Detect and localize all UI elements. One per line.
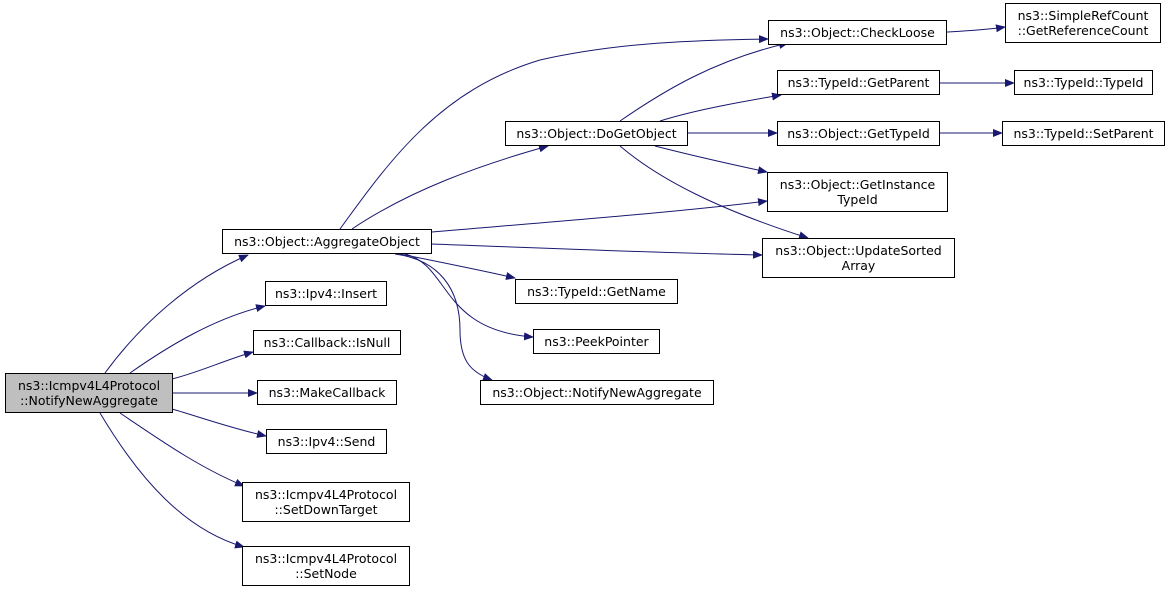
node-label-line: ns3::Ipv4::Insert	[274, 286, 378, 301]
node-label-line: ns3::PeekPointer	[544, 334, 649, 349]
node-label: ns3::TypeId::GetParent	[788, 75, 930, 90]
node-label-line: ns3::Icmpv4L4Protocol	[254, 551, 398, 566]
edge-dogetobject-to-getinstance	[654, 145, 768, 175]
edge-aggregate-to-getname	[399, 253, 516, 280]
edge-aggregate-to-dogetobject	[351, 144, 549, 230]
node-label: ns3::Object::CheckLoose	[780, 25, 935, 40]
edge-dogetobject-to-updatesorted	[619, 145, 809, 240]
node-label: ns3::Ipv4::Send	[278, 434, 376, 449]
node-label-line: ns3::Object::UpdateSorted	[775, 243, 942, 258]
node-label: ns3::Callback::IsNull	[264, 335, 391, 350]
node-label: ns3::Object::DoGetObject	[516, 126, 676, 141]
node-label-line: ::NotifyNewAggregate	[20, 393, 158, 408]
edge-notify_icmp-to-ipv4_insert	[129, 304, 266, 374]
node-getparent[interactable]: ns3::TypeId::GetParent	[777, 70, 940, 95]
node-notify-obj[interactable]: ns3::Object::NotifyNewAggregate	[480, 380, 714, 405]
node-label: ns3::Object::GetTypeId	[787, 126, 930, 141]
node-label: ns3::Object::NotifyNewAggregate	[492, 385, 701, 400]
edge-notify_icmp-to-setdowntarget	[119, 412, 245, 487]
node-label-line: ::GetReferenceCount	[1017, 23, 1149, 38]
edge-dogetobject-to-getparent	[659, 92, 782, 122]
node-label-line: ns3::Icmpv4L4Protocol	[17, 378, 161, 393]
node-label-line: ns3::Object::GetInstance	[779, 177, 936, 192]
node-label-line: ns3::Object::GetTypeId	[787, 126, 930, 141]
node-label: ns3::SimpleRefCount::GetReferenceCount	[1018, 8, 1149, 38]
node-label-line: ::SetNode	[295, 566, 357, 581]
edge-aggregate-to-updatesorted	[431, 243, 763, 259]
node-label-line: ns3::Ipv4::Send	[277, 434, 376, 449]
node-label-line: ns3::Object::AggregateObject	[234, 234, 420, 249]
node-label: ns3::MakeCallback	[269, 385, 386, 400]
edge-notify_icmp-to-aggregate	[104, 254, 249, 374]
node-label-line: TypeId	[837, 192, 878, 207]
edge-checkloose-to-getrefcount	[946, 24, 1006, 33]
node-label-line: ns3::Icmpv4L4Protocol	[254, 487, 398, 502]
node-label-line: ns3::Callback::IsNull	[263, 335, 391, 350]
edge-notify_icmp-to-ipv4_send	[171, 408, 267, 438]
node-peekpointer[interactable]: ns3::PeekPointer	[533, 329, 660, 354]
node-notify-icmp[interactable]: ns3::Icmpv4L4Protocol::NotifyNewAggregat…	[5, 373, 173, 413]
node-setnode[interactable]: ns3::Icmpv4L4Protocol::SetNode	[242, 546, 410, 586]
node-label-line: ns3::MakeCallback	[268, 385, 386, 400]
node-makecallback[interactable]: ns3::MakeCallback	[257, 380, 397, 405]
node-label-line: ns3::TypeId::TypeId	[1023, 75, 1144, 90]
node-label: ns3::Ipv4::Insert	[275, 286, 377, 301]
node-getrefcount[interactable]: ns3::SimpleRefCount::GetReferenceCount	[1005, 3, 1161, 43]
node-label-line: ::SetDownTarget	[274, 502, 378, 517]
node-label: ns3::Icmpv4L4Protocol::NotifyNewAggregat…	[18, 378, 160, 408]
node-label: ns3::Object::AggregateObject	[234, 234, 420, 249]
node-label-line: ns3::SimpleRefCount	[1017, 8, 1149, 23]
node-label-line: ns3::Object::CheckLoose	[780, 25, 935, 40]
edge-aggregate-to-getinstance	[431, 198, 768, 233]
node-label: ns3::Icmpv4L4Protocol::SetNode	[255, 551, 397, 581]
node-checkloose[interactable]: ns3::Object::CheckLoose	[768, 20, 947, 45]
edge-layer	[99, 24, 1015, 549]
node-isnull[interactable]: ns3::Callback::IsNull	[253, 330, 401, 355]
node-gettypeid[interactable]: ns3::Object::GetTypeId	[777, 121, 940, 146]
edge-notify_icmp-to-setnode	[99, 412, 245, 549]
node-label-line: ns3::TypeId::GetParent	[787, 75, 930, 90]
node-label-line: ns3::TypeId::SetParent	[1013, 126, 1154, 141]
node-setdowntarget[interactable]: ns3::Icmpv4L4Protocol::SetDownTarget	[242, 482, 410, 522]
edge-aggregate-to-notify_obj	[394, 253, 493, 381]
node-ipv4-insert[interactable]: ns3::Ipv4::Insert	[265, 281, 387, 306]
node-label-line: ns3::Object::DoGetObject	[516, 126, 677, 141]
node-label-line: Array	[841, 258, 876, 273]
node-label: ns3::PeekPointer	[544, 334, 648, 349]
edge-dogetobject-to-checkloose	[619, 41, 789, 122]
node-label-line: ns3::TypeId::GetName	[527, 284, 666, 299]
node-dogetobject[interactable]: ns3::Object::DoGetObject	[505, 121, 688, 146]
node-ipv4-send[interactable]: ns3::Ipv4::Send	[266, 429, 387, 454]
edge-aggregate-to-peekpointer	[404, 253, 534, 341]
node-typeid-ctor[interactable]: ns3::TypeId::TypeId	[1014, 70, 1153, 95]
node-label: ns3::TypeId::GetName	[527, 284, 666, 299]
node-label: ns3::TypeId::SetParent	[1013, 126, 1153, 141]
node-label-line: ns3::Object::NotifyNewAggregate	[492, 385, 702, 400]
node-getname[interactable]: ns3::TypeId::GetName	[515, 279, 678, 304]
node-label: ns3::TypeId::TypeId	[1024, 75, 1144, 90]
node-setparent[interactable]: ns3::TypeId::SetParent	[1002, 121, 1165, 146]
node-label: ns3::Icmpv4L4Protocol::SetDownTarget	[255, 487, 397, 517]
edge-aggregate-to-checkloose	[339, 35, 769, 230]
node-aggregate[interactable]: ns3::Object::AggregateObject	[222, 229, 432, 254]
edge-notify_icmp-to-isnull	[171, 350, 254, 380]
